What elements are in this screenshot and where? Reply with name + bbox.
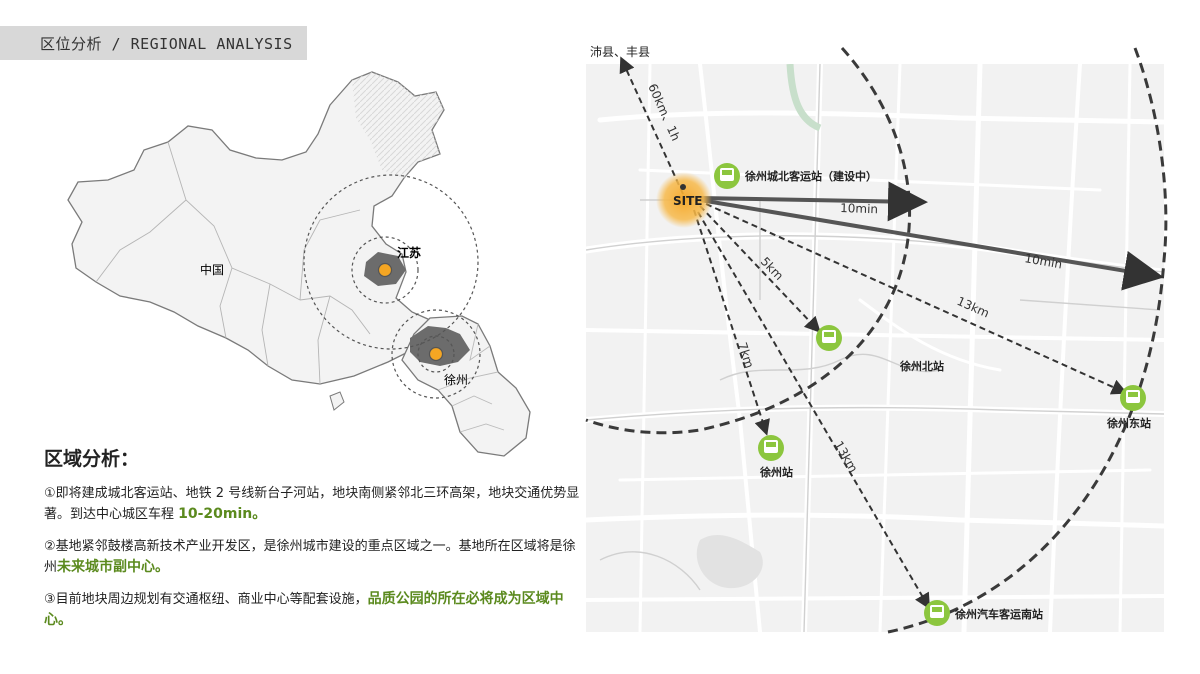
route-10min-b	[699, 198, 1164, 291]
analysis-paragraph-1: ①即将建成城北客运站、地铁 2 号线新台子河站，地块南侧紧邻北三环高架，地块交通…	[44, 483, 584, 525]
p1-text: ①即将建成城北客运站、地铁 2 号线新台子河站，地块南侧紧邻北三环高架，地块交通…	[44, 486, 580, 522]
route-13km-east	[705, 203, 1128, 395]
site-map: SITE 沛县、丰县 60km、1h 徐州城北客运站（建设中） 10min 10…	[585, 45, 1168, 634]
china-label: 中国	[200, 262, 224, 277]
p2-highlight: 未来城市副中心。	[57, 559, 170, 575]
station-east-label: 徐州东站	[1106, 416, 1151, 430]
header-bar	[0, 26, 307, 60]
green-belt	[786, 64, 822, 132]
xuzhou-label: 徐州	[444, 372, 468, 387]
p2-text: ②基地紧邻鼓楼高新技术产业开发区，是徐州城市建设的重点区域之一。基地所在区域将是…	[44, 539, 576, 575]
p3-highlight: 品质公园的所在必将成为区域中心。	[44, 591, 564, 628]
station-south-label: 徐州汽车客运南站	[954, 607, 1043, 621]
north-counties-label: 沛县、丰县	[590, 45, 650, 59]
analysis-section: 区域分析： ①即将建成城北客运站、地铁 2 号线新台子河站，地块南侧紧邻北三环高…	[44, 444, 584, 642]
map-background	[586, 64, 1164, 632]
analysis-title: 区域分析：	[44, 448, 140, 470]
site-label: SITE	[673, 194, 703, 208]
station-north-bus-icon	[714, 163, 740, 189]
p3-text: ③目前地块周边规划有交通枢纽、商业中心等配套设施，	[44, 592, 368, 607]
route-13km-south	[697, 211, 931, 610]
time-10min-a-label: 10min	[840, 201, 878, 216]
route-5km	[699, 205, 821, 333]
station-xuzhou-north-label: 徐州北站	[899, 359, 944, 373]
station-south-bus-icon	[924, 600, 950, 626]
lake-shape	[696, 535, 763, 589]
station-5km-bus-icon	[816, 325, 842, 351]
analysis-paragraph-3: ③目前地块周边规划有交通枢纽、商业中心等配套设施，品质公园的所在必将成为区域中心…	[44, 589, 584, 631]
route-north	[619, 56, 684, 195]
route-7km	[693, 209, 770, 436]
jiangsu-label: 江苏	[397, 245, 421, 260]
station-east-bus-icon	[1120, 385, 1146, 411]
ring-outer	[887, 47, 1168, 634]
site-center	[680, 184, 686, 190]
route-10min-a	[699, 181, 928, 222]
analysis-paragraph-2: ②基地紧邻鼓楼高新技术产业开发区，是徐州城市建设的重点区域之一。基地所在区域将是…	[44, 536, 584, 578]
china-map: 中国 江苏 徐州	[67, 71, 531, 457]
xuzhou-area-shape	[410, 326, 470, 366]
page-title: 区位分析 / REGIONAL ANALYSIS	[40, 35, 293, 53]
station-xuzhou-bus-icon	[758, 435, 784, 461]
station-xuzhou-label: 徐州站	[759, 465, 793, 479]
ring-inner	[585, 47, 911, 435]
station-north-label: 徐州城北客运站（建设中）	[744, 169, 877, 183]
site-glow	[656, 172, 712, 228]
time-10min-b-label: 10min	[1023, 251, 1063, 271]
p1-highlight: 10-20min。	[178, 506, 267, 522]
